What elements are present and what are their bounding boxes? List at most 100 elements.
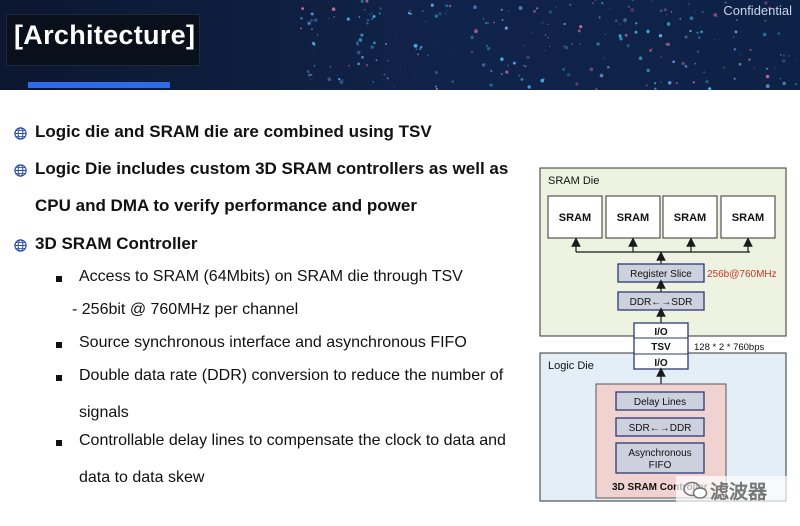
header-dot: [666, 42, 671, 47]
header-dot: [523, 33, 525, 35]
header-dot: [716, 15, 718, 17]
header-dot: [654, 87, 657, 90]
header-dot: [482, 18, 485, 20]
header-dot: [500, 8, 503, 11]
header-dot: [596, 42, 600, 46]
tsv-rate-label: 128 * 2 * 760bps: [694, 342, 765, 353]
header-dot: [635, 24, 637, 26]
header-dot: [434, 14, 438, 18]
header-dot: [310, 12, 314, 16]
async-fifo-block: [615, 442, 705, 474]
header-dot: [544, 50, 546, 51]
header-dot: [486, 46, 491, 51]
header-dot: [454, 55, 456, 56]
header-dot: [601, 1, 604, 5]
header-dot: [500, 73, 503, 76]
header-dot: [575, 82, 579, 86]
header-dot: [692, 81, 695, 84]
header-dot: [606, 65, 610, 69]
header-dot: [520, 0, 522, 2]
header-dot: [363, 9, 366, 11]
header-dot: [421, 10, 424, 12]
header-dot: [702, 7, 704, 9]
header-dot: [371, 12, 373, 15]
header-dot: [563, 22, 566, 26]
header-dot: [646, 68, 650, 73]
header-dot: [400, 65, 402, 66]
bullet-text: CPU and DMA to verify performance and po…: [35, 196, 417, 215]
header-dot: [689, 29, 692, 33]
header-dot: [547, 37, 549, 39]
header-dot: [311, 41, 316, 46]
header-dot: [493, 21, 495, 24]
header-dot: [609, 82, 611, 83]
header-dot: [500, 57, 504, 61]
globe-bullet-icon: [14, 239, 27, 252]
delay-lines-block: [615, 391, 705, 411]
wechat-icon: [683, 481, 708, 499]
header-dot: [358, 16, 361, 18]
header-dot: [598, 16, 601, 19]
header-dot: [486, 45, 488, 47]
header-dot: [738, 62, 742, 66]
header-dot: [341, 73, 342, 75]
header-dot: [733, 48, 736, 51]
header-dot: [764, 19, 767, 22]
header-dot: [774, 67, 776, 69]
header-dot: [708, 87, 712, 90]
header-dot: [667, 80, 672, 85]
header-dot: [396, 36, 398, 38]
header-dot: [541, 21, 544, 24]
header-dot: [328, 17, 330, 19]
header-dot: [679, 17, 682, 20]
header-dot: [697, 36, 701, 39]
sram-block: [662, 195, 718, 239]
header-dot: [303, 1, 305, 3]
header-dot: [696, 31, 699, 34]
bullet-text: Controllable delay lines to compensate t…: [79, 432, 506, 449]
square-bullet-icon: [56, 375, 62, 381]
header-dot: [739, 54, 742, 56]
header-dot: [370, 45, 375, 49]
square-bullet-icon: [56, 276, 62, 282]
header-dot: [532, 9, 537, 13]
header-dot: [700, 30, 703, 34]
header-dot: [487, 22, 489, 24]
header-dot: [599, 73, 604, 78]
sram-block: [547, 195, 603, 239]
header-dot: [672, 60, 675, 64]
header-dot: [348, 65, 350, 67]
header-dot: [357, 62, 360, 66]
bullet-text: Logic Die includes custom 3D SRAM contro…: [35, 159, 509, 178]
header-dot: [420, 45, 423, 49]
header-dot: [375, 59, 378, 62]
header-dot: [773, 53, 775, 55]
header-dot: [378, 12, 381, 15]
header-dot: [358, 38, 363, 42]
header-dot: [407, 11, 411, 15]
header-dot: [619, 36, 623, 41]
header-dot: [696, 50, 700, 53]
header-dot: [609, 8, 611, 10]
header-dot: [470, 35, 474, 40]
header-dot: [473, 5, 477, 9]
header-dot: [426, 54, 429, 57]
io-bottom-label: I/O: [654, 358, 668, 369]
header-dot: [507, 10, 510, 12]
header-dot: [651, 47, 653, 49]
header-dot: [373, 41, 376, 45]
header-dot: [654, 82, 657, 85]
header-dot: [724, 1, 727, 4]
header-dot: [577, 29, 581, 33]
header-dot: [675, 82, 678, 85]
header-dot: [409, 12, 413, 15]
header-dot: [424, 21, 426, 23]
header-dot: [594, 0, 597, 1]
sram-die-label: SRAM Die: [548, 175, 599, 187]
async-fifo-label-line1: Asynchronous: [628, 448, 691, 459]
header-dot: [544, 34, 547, 36]
header-dot: [748, 58, 751, 61]
header-dot: [300, 27, 302, 30]
header-dot: [604, 34, 606, 36]
